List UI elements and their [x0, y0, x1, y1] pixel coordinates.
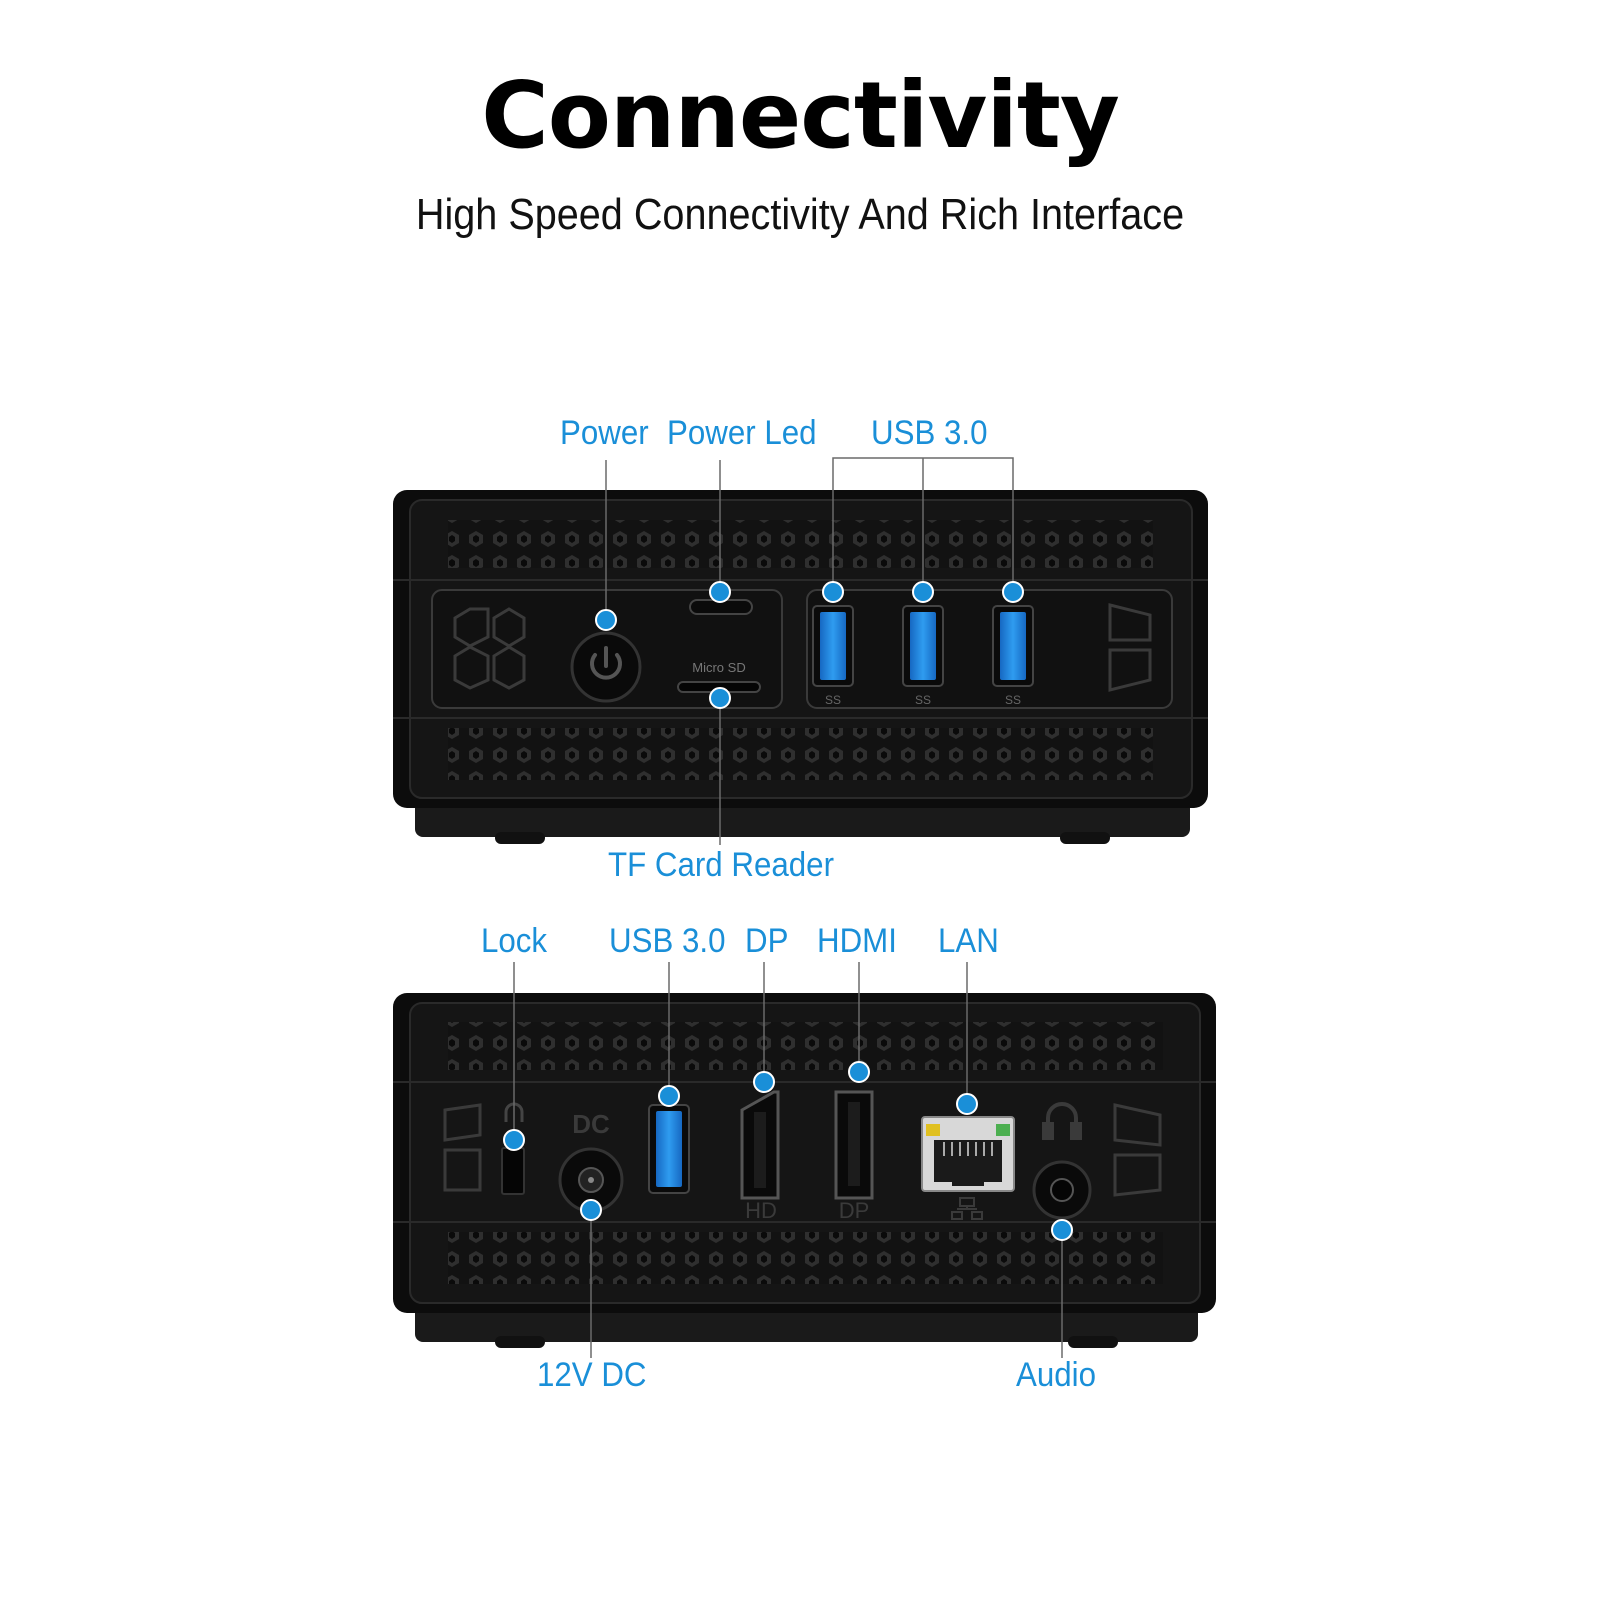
front-vent-bottom: [448, 728, 1153, 780]
label-lock: Lock: [481, 922, 548, 960]
usb-ss-printed-label: SS: [915, 693, 931, 707]
audio-jack-icon: [1032, 1160, 1092, 1220]
dc-printed-label: DC: [572, 1109, 610, 1139]
usb-port-icon: [648, 1104, 690, 1194]
front-foot-left: [495, 832, 545, 844]
label-tf-card-reader: TF Card Reader: [608, 846, 834, 884]
dp-printed-label: DP: [839, 1198, 870, 1223]
displayport-icon: DP: [834, 1090, 874, 1223]
rear-vent-bottom: [448, 1232, 1163, 1284]
label-rear-usb: USB 3.0: [609, 922, 726, 960]
label-lan: LAN: [938, 922, 999, 960]
label-hdmi: HDMI: [817, 922, 897, 960]
label-power: Power: [560, 414, 649, 452]
front-callouts: [605, 457, 1014, 845]
usb-port-icon: SS: [992, 605, 1034, 707]
front-vent-top: [448, 520, 1153, 568]
front-callout-dots: [595, 581, 1024, 709]
lan-port-icon: [921, 1116, 1015, 1220]
front-device: Micro SD SS SS SS: [393, 490, 1208, 844]
rear-bezel: [409, 1002, 1201, 1304]
rear-callout-dots: [503, 1061, 1073, 1241]
hex-deco-icon: [443, 1103, 1162, 1197]
label-dp: DP: [745, 922, 789, 960]
label-power-led: Power Led: [667, 414, 817, 452]
rear-device: DC HD DP: [393, 993, 1216, 1348]
page-subtitle: High Speed Connectivity And Rich Interfa…: [415, 190, 1185, 239]
micro-sd-printed-label: Micro SD: [692, 660, 745, 675]
rear-callouts: [513, 962, 1063, 1358]
hdmi-port-icon: HD: [740, 1090, 780, 1223]
rear-foot-left: [495, 1336, 545, 1348]
usb-port-icon: SS: [812, 605, 854, 707]
rear-foot-right: [1068, 1336, 1118, 1348]
power-button-icon: [570, 631, 642, 703]
front-foot-right: [1060, 832, 1110, 844]
label-front-usb: USB 3.0: [871, 414, 988, 452]
label-12v-dc: 12V DC: [537, 1356, 647, 1394]
usb-port-icon: SS: [902, 605, 944, 707]
front-right-panel: [806, 589, 1173, 709]
hd-printed-label: HD: [745, 1198, 777, 1223]
usb-ss-printed-label: SS: [1005, 693, 1021, 707]
label-audio: Audio: [1016, 1356, 1097, 1394]
page-title: Connectivity: [481, 62, 1120, 169]
headphone-icon: [1042, 1102, 1082, 1140]
rear-vent-top: [448, 1022, 1163, 1070]
hex-deco-icon: [453, 603, 1152, 692]
usb-ss-printed-label: SS: [825, 693, 841, 707]
